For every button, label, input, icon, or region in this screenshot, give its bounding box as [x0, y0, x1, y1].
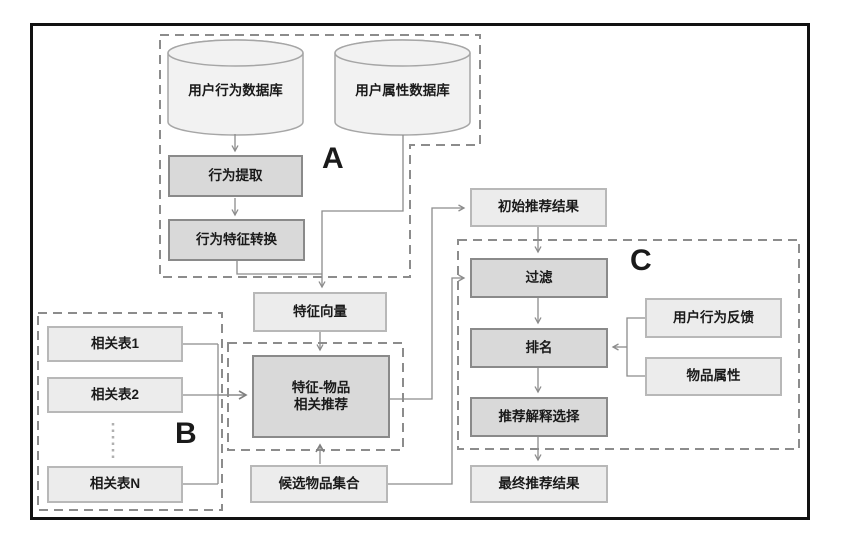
group-b-outline	[37, 312, 223, 511]
group-b-label: B	[175, 417, 197, 450]
group-mid-outline	[227, 342, 404, 451]
group-a-outline	[159, 34, 481, 278]
node-rec-explain-select: 推荐解释选择	[470, 397, 608, 437]
node-related-table-n: 相关表N	[47, 466, 183, 503]
node-related-table-1: 相关表1	[47, 326, 183, 362]
node-candidate-item-set-label: 候选物品集合	[278, 475, 360, 491]
node-filter-label: 过滤	[525, 269, 553, 285]
edge-convert-to-featurevector	[236, 261, 322, 275]
node-related-table-n-label: 相关表N	[89, 476, 141, 492]
edge-candidate-to-filter	[388, 274, 466, 485]
node-feature-item-rec-label-line2: 相关推荐	[294, 396, 348, 412]
node-user-behavior-feedback-label: 用户行为反馈	[673, 309, 754, 325]
edge-featureitemrec-to-initial	[390, 204, 466, 400]
node-final-rec-result-label: 最终推荐结果	[498, 475, 580, 491]
node-user-behavior-feedback: 用户行为反馈	[645, 298, 782, 338]
edge-attrdb-to-featurevector	[318, 135, 404, 289]
connector-edges	[111, 134, 645, 485]
node-user-behavior-db-label: 用户行为数据库	[188, 83, 283, 98]
node-item-attr-label: 物品属性	[686, 368, 741, 384]
node-candidate-item-set: 候选物品集合	[250, 465, 388, 503]
node-behavior-extract-label: 行为提取	[208, 167, 263, 183]
node-ranking: 排名	[470, 328, 608, 368]
node-feature-vector-label: 特征向量	[293, 303, 347, 319]
node-behavior-feature-convert: 行为特征转换	[168, 219, 305, 261]
node-related-table-2-label: 相关表2	[90, 386, 139, 402]
node-behavior-feature-convert-label: 行为特征转换	[196, 231, 277, 247]
node-related-table-1-label: 相关表1	[90, 335, 139, 351]
cylinder-user-attr-db	[334, 39, 471, 136]
group-c-label: C	[630, 244, 652, 277]
node-feature-item-rec-label-line1: 特征-物品	[291, 379, 351, 395]
node-rec-explain-select-label: 推荐解释选择	[498, 408, 580, 424]
group-c-outline	[457, 239, 800, 450]
node-filter: 过滤	[470, 258, 608, 298]
node-final-rec-result: 最终推荐结果	[470, 465, 608, 503]
node-initial-rec-result: 初始推荐结果	[470, 188, 607, 227]
node-related-table-2: 相关表2	[47, 377, 183, 413]
node-user-attr-db-label: 用户属性数据库	[355, 83, 450, 98]
cylinder-user-behavior-db	[167, 39, 304, 136]
node-item-attr: 物品属性	[645, 357, 782, 396]
node-behavior-extract: 行为提取	[168, 155, 303, 197]
group-a-label: A	[322, 142, 344, 175]
node-feature-item-rec: 特征-物品 相关推荐	[252, 355, 390, 438]
node-initial-rec-result-label: 初始推荐结果	[498, 199, 579, 215]
edge-feedback-bracket	[626, 317, 645, 377]
node-feature-vector: 特征向量	[253, 292, 387, 332]
node-ranking-label: 排名	[525, 339, 553, 355]
